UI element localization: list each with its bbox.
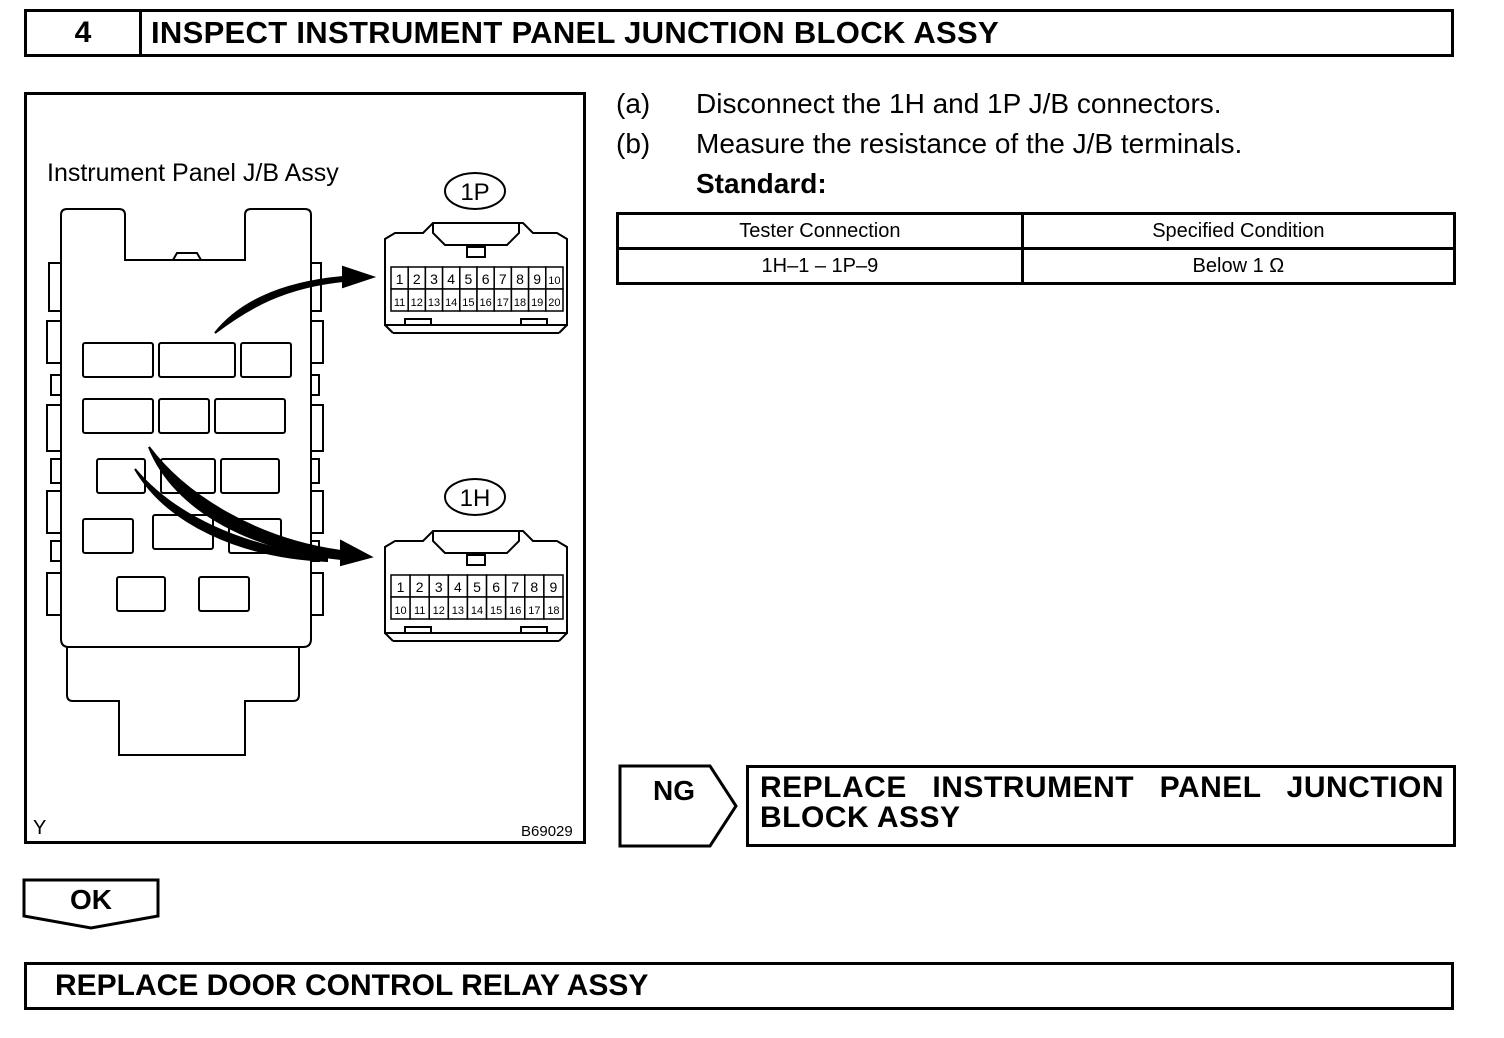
fuse-slot: [214, 398, 286, 434]
terminal-number: 12: [411, 297, 423, 309]
terminal-number: 20: [548, 297, 560, 309]
terminal-number: 15: [490, 605, 502, 617]
terminal-number: 7: [499, 271, 507, 287]
fuse-slot: [198, 576, 250, 612]
jb-side-tab: [50, 374, 62, 396]
standard-label: Standard:: [696, 168, 827, 199]
jb-side-tab: [46, 404, 62, 452]
final-action-text: REPLACE DOOR CONTROL RELAY ASSY: [55, 969, 649, 1002]
terminal-number: 16: [479, 297, 491, 309]
terminal-number: 6: [492, 579, 500, 595]
terminal-number: 11: [414, 605, 425, 617]
step-number: 4: [27, 12, 142, 54]
terminal-number: 4: [447, 271, 455, 287]
terminal-number: 10: [548, 275, 560, 287]
ng-arrow-shape: NG: [618, 764, 738, 848]
instruction-a-letter: (a): [616, 88, 651, 119]
terminal-number: 1: [396, 271, 404, 287]
table-cell: Below 1 Ω: [1020, 247, 1457, 285]
ok-label: OK: [70, 884, 112, 915]
table-header-row: Tester Connection Specified Condition: [616, 212, 1457, 250]
fuse-slot: [220, 458, 280, 494]
terminal-number: 17: [528, 605, 540, 617]
terminal-number: 3: [430, 271, 438, 287]
fuse-slot: [240, 342, 292, 378]
ng-label: NG: [653, 775, 695, 806]
terminal-number: 16: [509, 605, 521, 617]
jb-side-tab: [50, 540, 62, 562]
terminal-number: 1: [397, 579, 405, 595]
terminal-number: 9: [550, 579, 558, 595]
jb-side-tab: [46, 490, 62, 534]
ok-arrow-shape: [22, 878, 160, 930]
jb-side-tab: [46, 320, 62, 364]
fuse-slot: [158, 342, 236, 378]
terminal-number: 2: [413, 271, 421, 287]
terminal-number: 13: [428, 297, 440, 309]
fuse-slot: [96, 458, 146, 494]
fuse-slot: [116, 576, 166, 612]
instruction-a-text: Disconnect the 1H and 1P J/B connectors.: [696, 88, 1222, 119]
terminal-number: 5: [473, 579, 481, 595]
terminal-number: 15: [462, 297, 474, 309]
terminal-cell: [545, 288, 564, 312]
fuse-slot: [152, 514, 214, 550]
ng-action-text: REPLACE INSTRUMENT PANEL JUNCTION BLOCK …: [760, 771, 1444, 834]
spec-table: Tester Connection Specified Condition 1H…: [616, 212, 1457, 285]
terminal-number: 18: [547, 605, 559, 617]
jb-side-tab: [50, 458, 62, 484]
instruction-b-text: Measure the resistance of the J/B termin…: [696, 128, 1243, 159]
ng-action-box: [746, 765, 1456, 847]
arrow-to-1p: [214, 265, 377, 334]
jb-lower-bracket: [66, 639, 300, 756]
step-title: INSPECT INSTRUMENT PANEL JUNCTION BLOCK …: [151, 15, 999, 50]
terminal-cell: [543, 596, 564, 620]
terminal-number: 4: [454, 579, 462, 595]
fuse-slot: [82, 342, 154, 378]
figure-code: B69029: [521, 823, 573, 840]
connector-1h-label: 1H: [460, 485, 491, 512]
terminal-number: 5: [465, 271, 473, 287]
connector-1h-label-oval: [444, 478, 506, 516]
terminal-number: 8: [516, 271, 524, 287]
instruction-b-letter: (b): [616, 128, 651, 159]
connector-1p-label: 1P: [460, 179, 489, 206]
terminal-number: 17: [497, 297, 509, 309]
terminal-number: 14: [445, 297, 457, 309]
table-cell: 1H–1 – 1P–9: [616, 247, 1024, 285]
terminal-number: 2: [416, 579, 424, 595]
terminal-number: 10: [394, 605, 406, 617]
final-action-box: REPLACE DOOR CONTROL RELAY ASSY: [24, 962, 1454, 1010]
fuse-slot: [82, 398, 154, 434]
terminal-number: 7: [511, 579, 519, 595]
connector-1p-label-oval: [444, 172, 506, 210]
table-row: 1H–1 – 1P–9 Below 1 Ω: [616, 247, 1457, 285]
jb-side-tab: [48, 262, 62, 312]
terminal-number: 19: [531, 297, 543, 309]
terminal-number: 11: [394, 297, 405, 309]
terminal-number: 9: [533, 271, 541, 287]
terminal-number: 13: [452, 605, 464, 617]
terminal-number: 14: [471, 605, 483, 617]
illustration-title: Instrument Panel J/B Assy: [47, 159, 339, 187]
corner-letter: Y: [33, 817, 47, 839]
fuse-slot: [82, 518, 134, 554]
fuse-slot: [158, 398, 210, 434]
terminal-number: 18: [514, 297, 526, 309]
jb-side-tab: [46, 572, 62, 616]
table-header-cell: Tester Connection: [616, 212, 1024, 250]
terminal-number: 6: [482, 271, 490, 287]
terminal-number: 3: [435, 579, 443, 595]
terminal-number: 12: [433, 605, 445, 617]
step-header: 4 INSPECT INSTRUMENT PANEL JUNCTION BLOC…: [24, 9, 1454, 57]
table-header-cell: Specified Condition: [1020, 212, 1457, 250]
terminal-number: 8: [530, 579, 538, 595]
arrow-to-1h: [134, 446, 374, 567]
